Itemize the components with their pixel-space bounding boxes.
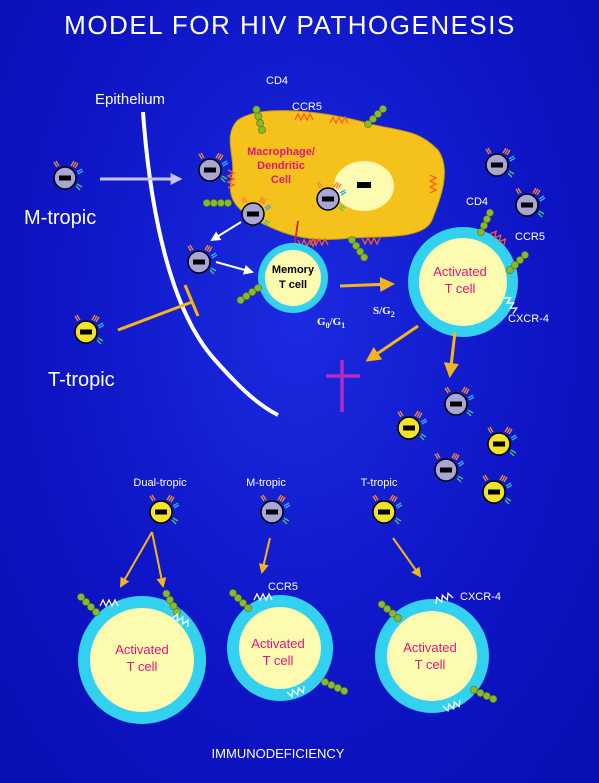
macrophage-label-3: Cell bbox=[271, 174, 291, 186]
macrophage-coil-5 bbox=[361, 237, 381, 245]
activated-top-label-1: Activated bbox=[433, 264, 486, 279]
cxcr4-label-bottom: CXCR-4 bbox=[460, 591, 501, 603]
ccr5-label-top: CCR5 bbox=[292, 101, 322, 113]
cell1-label-2: T cell bbox=[127, 659, 158, 674]
cell2-label-2: T cell bbox=[263, 653, 294, 668]
activated-t-cell-2 bbox=[239, 607, 321, 689]
ccr5-label-right: CCR5 bbox=[515, 231, 545, 243]
macrophage-label-1: Macrophage/ bbox=[247, 146, 315, 158]
released-virion-5 bbox=[483, 475, 512, 504]
sg2-label: S/G2 bbox=[373, 305, 395, 319]
ccr5-label-bottom: CCR5 bbox=[268, 581, 298, 593]
t-tropic-label-left: T-tropic bbox=[48, 369, 115, 391]
cell-death-arrow bbox=[365, 324, 419, 362]
transfer-virion bbox=[188, 245, 217, 274]
virion-to-memory-arrow bbox=[215, 261, 254, 275]
t-tropic-bottom-arrow bbox=[392, 537, 422, 578]
m-tropic-virion-bottom bbox=[261, 495, 290, 524]
page-title: MODEL FOR HIV PATHOGENESIS bbox=[64, 10, 516, 40]
released-virion-3 bbox=[488, 427, 517, 456]
t-tropic-virion-left bbox=[75, 315, 104, 344]
cd4-label-top: CD4 bbox=[266, 75, 288, 87]
cell2-label-1: Activated bbox=[251, 636, 304, 651]
dual-arrow-right bbox=[151, 531, 167, 588]
macrophage-cd4-4 bbox=[201, 187, 234, 219]
activated-t-cell-1 bbox=[90, 608, 194, 712]
attached-virion-1 bbox=[199, 153, 228, 182]
activated-top-label-2: T cell bbox=[445, 281, 476, 296]
blocked-arrow bbox=[117, 300, 193, 332]
free-virion-2 bbox=[516, 188, 545, 217]
cell3-label-1: Activated bbox=[403, 640, 456, 655]
memory-label-1: Memory bbox=[272, 264, 315, 276]
cell1-label-1: Activated bbox=[115, 642, 168, 657]
t-tropic-label-bottom: T-tropic bbox=[361, 477, 398, 489]
cd4-label-right: CD4 bbox=[466, 196, 488, 208]
m-tropic-virion-left bbox=[54, 161, 83, 190]
macrophage-label-2: Dendritic bbox=[257, 160, 305, 172]
epithelium-label: Epithelium bbox=[95, 91, 165, 108]
virion-release-arrow bbox=[210, 221, 242, 242]
memory-label-2: T cell bbox=[279, 279, 307, 291]
dual-tropic-virion bbox=[150, 495, 179, 524]
block-bar bbox=[183, 284, 200, 317]
memory-t-cell bbox=[265, 250, 321, 306]
dual-tropic-label: Dual-tropic bbox=[133, 477, 187, 489]
macrophage-cd4-2 bbox=[364, 105, 387, 128]
activated-t-cell-top bbox=[419, 238, 507, 326]
memory-cd4 bbox=[236, 280, 263, 308]
cell3-label-2: T cell bbox=[415, 657, 446, 672]
cell1-cd4 bbox=[77, 593, 100, 616]
nucleus-provirus bbox=[357, 182, 371, 188]
cxcr4-label-right: CXCR-4 bbox=[508, 313, 549, 325]
m-tropic-label-left: M-tropic bbox=[24, 207, 96, 229]
activated-t-cell-3 bbox=[387, 611, 477, 701]
g0g1-label: G0/G1 bbox=[317, 316, 345, 330]
epithelium-barrier bbox=[141, 111, 279, 417]
m-tropic-bottom-arrow bbox=[258, 537, 271, 574]
released-virion-1 bbox=[445, 387, 474, 416]
activation-arrow bbox=[339, 276, 395, 292]
released-virion-2 bbox=[398, 411, 427, 440]
dual-arrow-left bbox=[120, 531, 153, 588]
footer-label: IMMUNODEFICIENCY bbox=[212, 746, 345, 761]
t-tropic-virion-bottom bbox=[373, 495, 402, 524]
virus-release-arrow bbox=[443, 331, 459, 378]
cell2-cd4 bbox=[229, 589, 252, 612]
m-tropic-label-bottom: M-tropic bbox=[246, 477, 286, 489]
released-virion-4 bbox=[435, 453, 464, 482]
free-virion-1 bbox=[486, 148, 515, 177]
